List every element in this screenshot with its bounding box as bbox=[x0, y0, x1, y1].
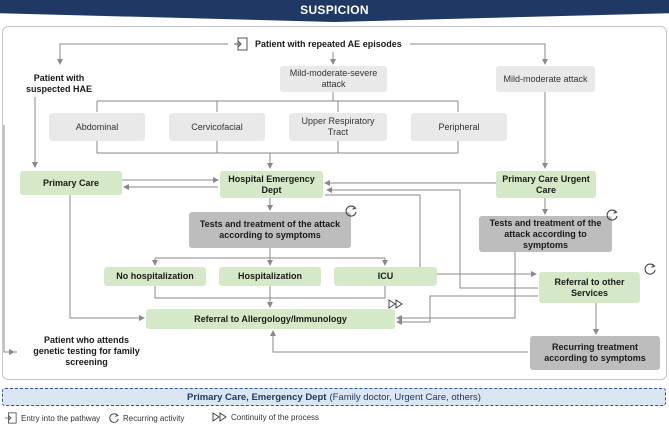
legend-recurring: Recurring activity bbox=[108, 412, 184, 424]
tests-right-node: Tests and treatment of the attack accord… bbox=[479, 216, 612, 252]
care-level-footer: Primary Care, Emergency Dept (Family doc… bbox=[2, 388, 666, 406]
icu-node: ICU bbox=[334, 267, 437, 286]
recurring-icon bbox=[644, 263, 656, 275]
suspected-hae-node: Patient with suspected HAE bbox=[25, 72, 93, 94]
upper-respiratory-node: Upper Respiratory Tract bbox=[289, 113, 387, 141]
referral-allergology-node: Referral to Allergology/Immunology bbox=[146, 309, 395, 329]
legend-entry-label: Entry into the pathway bbox=[21, 413, 101, 423]
peripheral-node: Peripheral bbox=[411, 113, 507, 141]
primary-care-node: Primary Care bbox=[20, 171, 122, 195]
tests-left-node: Tests and treatment of the attack accord… bbox=[189, 212, 351, 248]
cervicofacial-node: Cervicofacial bbox=[169, 113, 265, 141]
legend-continuity: Continuity of the process bbox=[212, 412, 319, 422]
genetic-testing-node: Patient who attends genetic testing for … bbox=[33, 335, 140, 367]
mild-moderate-severe-node: Mild-moderate-severe attack bbox=[280, 66, 387, 92]
primary-urgent-care-node: Primary Care Urgent Care bbox=[496, 171, 596, 198]
suspicion-banner: SUSPICION bbox=[0, 0, 669, 22]
legend-recurring-label: Recurring activity bbox=[123, 413, 185, 423]
banner-title: SUSPICION bbox=[300, 3, 369, 17]
hospital-ed-node: Hospital Emergency Dept bbox=[220, 171, 323, 198]
continuity-icon bbox=[212, 412, 227, 422]
footer-bold: Primary Care, Emergency Dept bbox=[187, 391, 327, 403]
recurring-treatment-node: Recurring treatment according to symptom… bbox=[530, 336, 660, 370]
legend-entry: Entry into the pathway bbox=[4, 412, 100, 424]
recurring-icon bbox=[345, 205, 357, 217]
hospitalization-node: Hospitalization bbox=[219, 267, 321, 286]
recurring-icon bbox=[109, 413, 119, 423]
abdominal-node: Abdominal bbox=[49, 113, 145, 141]
entry-label: Patient with repeated AE episodes bbox=[255, 38, 402, 49]
footer-rest: (Family doctor, Urgent Care, others) bbox=[329, 391, 481, 403]
entry-node: Patient with repeated AE episodes bbox=[230, 36, 410, 52]
diagram-frame bbox=[2, 26, 667, 380]
entry-icon bbox=[4, 412, 17, 424]
mild-moderate-node: Mild-moderate attack bbox=[496, 66, 595, 92]
entry-icon bbox=[234, 37, 248, 51]
recurring-icon bbox=[606, 209, 618, 221]
continuity-icon bbox=[388, 299, 403, 309]
referral-other-services-node: Referral to other Services bbox=[539, 272, 640, 303]
no-hospitalization-node: No hospitalization bbox=[104, 267, 206, 286]
legend-continuity-label: Continuity of the process bbox=[231, 412, 320, 422]
